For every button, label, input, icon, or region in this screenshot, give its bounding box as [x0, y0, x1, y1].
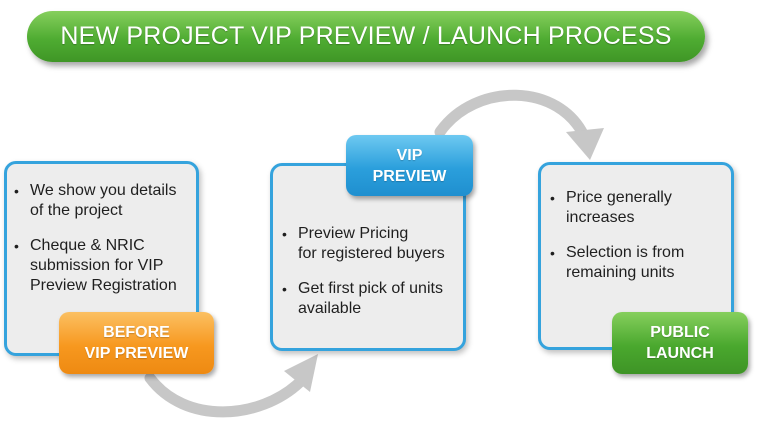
bullet-item: •We show you details of the project [14, 182, 177, 219]
step-card-before-vip-preview: •We show you details of the project •Che… [4, 161, 199, 356]
flow-arrow-2-head [566, 128, 604, 160]
flow-arrow-1-head [284, 354, 318, 392]
bullet-icon: • [550, 190, 555, 206]
bullet-item: •Preview Pricing for registered buyers [282, 225, 445, 262]
bullet-item: •Price generally increases [550, 189, 672, 226]
bullet-icon: • [550, 245, 555, 261]
bullet-icon: • [14, 238, 19, 254]
step-label-vip-preview: VIP PREVIEW [346, 135, 473, 196]
flow-arrow-2 [434, 89, 591, 144]
bullet-icon: • [282, 226, 287, 242]
bullet-icon: • [282, 281, 287, 297]
flow-arrow-1 [144, 372, 306, 418]
bullet-list: •We show you details of the project •Che… [14, 181, 177, 311]
bullet-item: •Get first pick of units available [282, 280, 443, 317]
step-label-before-vip-preview: BEFORE VIP PREVIEW [59, 312, 214, 374]
page-title: NEW PROJECT VIP PREVIEW / LAUNCH PROCESS [60, 22, 672, 50]
bullet-item: •Cheque & NRIC submission for VIP Previe… [14, 237, 177, 294]
bullet-item: •Selection is from remaining units [550, 244, 685, 281]
bullet-list: •Price generally increases •Selection is… [550, 188, 684, 298]
title-banner: NEW PROJECT VIP PREVIEW / LAUNCH PROCESS [27, 11, 705, 62]
step-label-public-launch: PUBLIC LAUNCH [612, 312, 748, 374]
bullet-list: •Preview Pricing for registered buyers •… [282, 224, 445, 334]
bullet-icon: • [14, 183, 19, 199]
